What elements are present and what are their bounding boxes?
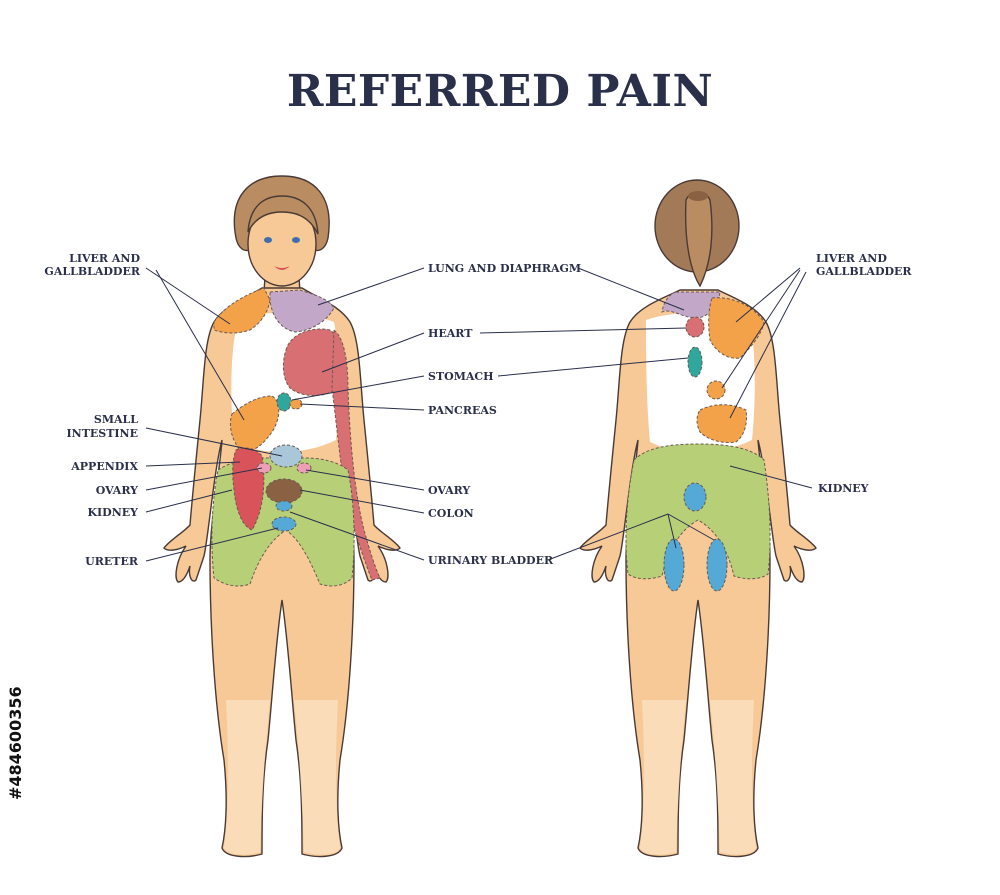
leader-bladder-back-3 <box>667 513 715 541</box>
leader-front-liver-1 <box>145 267 231 325</box>
label-front-small-intestine-2: INTESTINE <box>67 427 138 440</box>
leader-back-liver-1 <box>735 267 801 323</box>
leader-colon <box>299 489 425 514</box>
leader-back-liver-2 <box>721 269 801 389</box>
leader-front-ureter <box>145 527 279 562</box>
front-zone-bladder <box>271 516 297 532</box>
label-colon: COLON <box>428 507 474 520</box>
leader-bladder-front <box>289 511 425 561</box>
front-zone-stomach <box>276 392 292 412</box>
label-lung-diaphragm: LUNG AND DIAPHRAGM <box>428 262 581 275</box>
back-figure <box>579 179 817 858</box>
label-front-appendix: APPENDIX <box>70 460 138 473</box>
label-front-ureter: URETER <box>85 555 139 568</box>
leader-heart-back <box>479 327 687 334</box>
front-figure <box>163 175 401 858</box>
label-back-liver-2: GALLBLADDER <box>816 265 912 278</box>
leader-back-kidney <box>729 465 813 489</box>
label-front-kidney: KIDNEY <box>87 506 138 519</box>
leader-pancreas <box>299 403 425 411</box>
front-mouth <box>274 266 290 270</box>
back-zone-liver-lower <box>696 404 747 443</box>
front-zone-colon <box>265 478 303 504</box>
front-legs-shade <box>224 700 340 855</box>
leader-lung-front <box>317 267 425 306</box>
diagram-title: REFERRED PAIN <box>286 66 714 117</box>
leader-bladder-back-1 <box>547 513 669 561</box>
label-pancreas: PANCREAS <box>428 404 497 417</box>
back-zone-kidney-left <box>663 538 685 592</box>
leader-front-small-intestine <box>145 427 283 457</box>
front-zone-liver-shoulder <box>213 287 271 334</box>
label-front-liver-2: GALLBLADDER <box>44 265 140 278</box>
front-zone-ureter <box>275 500 293 512</box>
leader-front-appendix <box>145 461 241 467</box>
back-zone-bladder <box>683 482 707 512</box>
front-zone-heart <box>282 328 344 396</box>
front-zone-small-intestine <box>269 444 303 468</box>
back-zone-kidney <box>625 443 771 580</box>
front-zone-lung-diaphragm <box>269 289 335 333</box>
back-zone-gallbladder <box>706 380 726 400</box>
labels-center: LUNG AND DIAPHRAGM HEART STOMACH PANCREA… <box>428 262 581 567</box>
labels-back: LIVER AND GALLBLADDER KIDNEY <box>816 252 912 495</box>
leader-lung-back <box>577 267 685 311</box>
back-zone-heart <box>685 316 705 338</box>
leader-lines <box>145 267 813 562</box>
label-back-liver-1: LIVER AND <box>816 252 887 265</box>
label-front-small-intestine-1: SMALL <box>94 413 138 426</box>
label-back-kidney: KIDNEY <box>818 482 869 495</box>
back-hair-tie <box>688 191 708 201</box>
front-eye-left <box>264 237 272 243</box>
front-zone-ovary-right <box>296 462 312 474</box>
leader-ovary-center <box>305 469 425 491</box>
leader-front-ovary <box>145 467 263 491</box>
back-zone-stomach <box>687 346 703 378</box>
label-front-ovary: OVARY <box>96 484 138 497</box>
leader-back-liver-3 <box>729 271 807 419</box>
leader-front-liver-2 <box>155 269 245 421</box>
label-front-liver-1: LIVER AND <box>69 252 140 265</box>
label-urinary-bladder: URINARY BLADDER <box>428 554 554 567</box>
back-body <box>579 289 817 858</box>
back-zone-kidney-right <box>706 538 728 592</box>
leader-bladder-back-2 <box>667 513 677 549</box>
front-hair-top <box>247 195 319 235</box>
front-zone-ovary-left <box>256 462 272 474</box>
leader-front-kidney <box>145 489 233 513</box>
front-eye-right <box>292 237 300 243</box>
label-heart: HEART <box>428 327 473 340</box>
front-zone-liver-abdomen <box>229 395 280 452</box>
back-legs-shade <box>640 700 756 855</box>
labels-front: LIVER AND GALLBLADDER SMALL INTESTINE AP… <box>44 252 140 568</box>
label-stomach: STOMACH <box>428 370 494 383</box>
leader-stomach-front <box>291 375 425 401</box>
leader-heart-front <box>321 332 425 373</box>
label-ovary: OVARY <box>428 484 470 497</box>
leader-stomach-back <box>497 357 689 377</box>
